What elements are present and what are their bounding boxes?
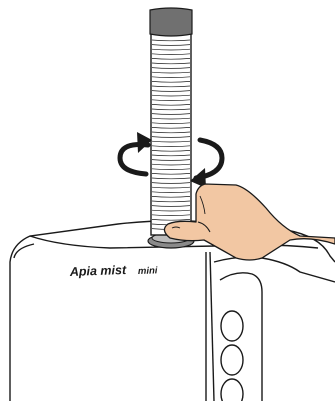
tube-cap [150,8,192,36]
model-label: mini [138,265,158,277]
side-buttons [221,311,243,401]
tube [150,8,192,235]
side-button-middle [221,345,243,375]
side-button-bottom [221,379,243,401]
side-button-top [221,311,243,341]
brand-label: Apia mist [69,263,128,279]
